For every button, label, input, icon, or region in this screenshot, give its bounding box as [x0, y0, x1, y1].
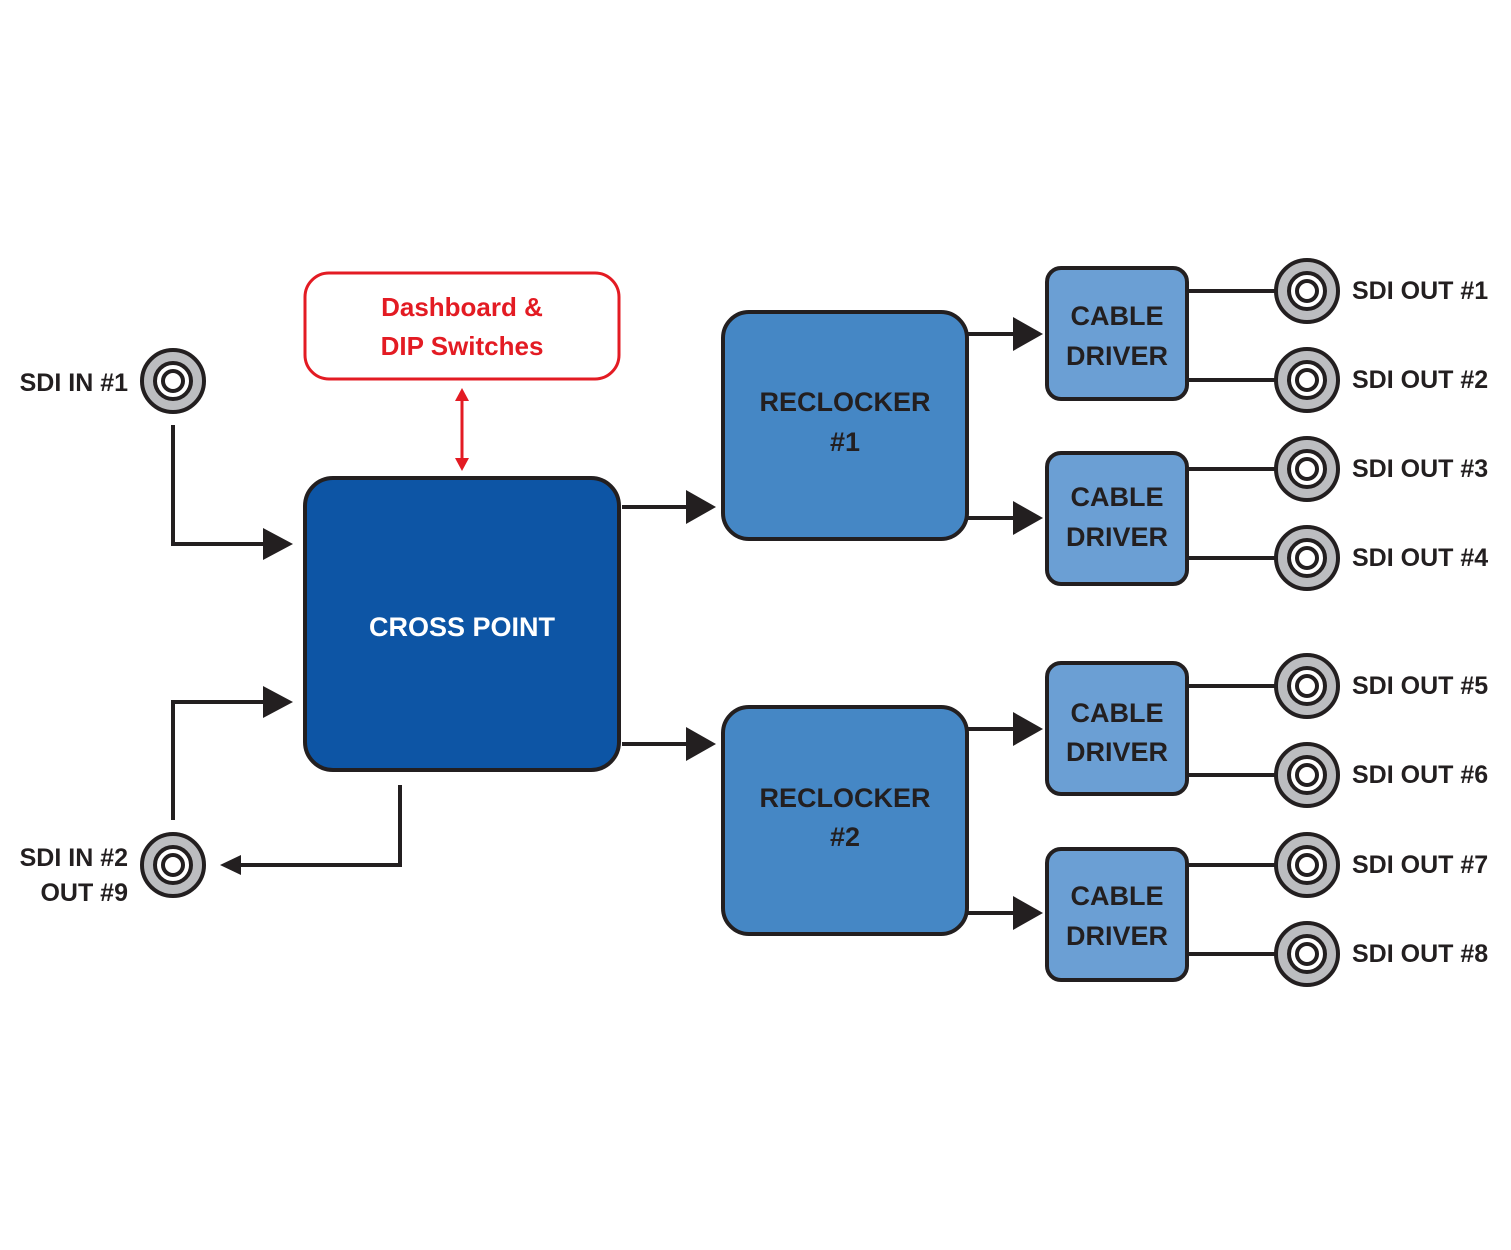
bnc-connector-out3-icon — [1274, 436, 1340, 502]
control-box — [303, 271, 621, 381]
output-label-6: SDI OUT #6 — [1352, 761, 1488, 789]
output-label-3: SDI OUT #3 — [1352, 455, 1488, 483]
output-label-5: SDI OUT #5 — [1352, 672, 1488, 700]
reclocker-2-label-line1: RECLOCKER — [759, 783, 930, 813]
input-label-sdi-in-2: SDI IN #2 — [20, 844, 128, 872]
bnc-connector-out6-icon — [1274, 742, 1340, 808]
arrowhead-driver-3 — [1013, 712, 1043, 746]
reclocker-1-label-line1: RECLOCKER — [759, 387, 930, 417]
cable-driver-2-block — [1045, 451, 1189, 586]
output-label-2: SDI OUT #2 — [1352, 366, 1488, 394]
bnc-connector-out8-icon — [1274, 921, 1340, 987]
cable-driver-1-block — [1045, 266, 1189, 401]
bnc-connector-out1-icon — [1274, 258, 1340, 324]
bnc-connector-out7-icon — [1274, 832, 1340, 898]
control-label-line2: DIP Switches — [381, 331, 544, 361]
cable-driver-4-block — [1045, 847, 1189, 982]
cable-driver-2-label-line1: CABLE — [1071, 482, 1164, 512]
bnc-connector-in1-icon — [140, 348, 206, 414]
arrowhead-in2 — [263, 686, 293, 718]
output-label-8: SDI OUT #8 — [1352, 940, 1488, 968]
cable-driver-2-label-line2: DRIVER — [1066, 522, 1168, 552]
crosspoint-label: CROSS POINT — [369, 612, 556, 642]
wire-in1-to-crosspoint — [171, 425, 265, 546]
bnc-connector-out2-icon — [1274, 347, 1340, 413]
bnc-connector-in2-icon — [140, 832, 206, 898]
arrowhead-driver-4 — [1013, 896, 1043, 930]
arrowhead-driver-1 — [1013, 317, 1043, 351]
cable-driver-3-block — [1045, 661, 1189, 796]
bnc-connector-out4-icon — [1274, 525, 1340, 591]
cable-driver-4-label-line1: CABLE — [1071, 881, 1164, 911]
cable-driver-3-label-line2: DRIVER — [1066, 737, 1168, 767]
arrowhead-reclocker-1 — [686, 490, 716, 524]
cable-driver-4-label-line2: DRIVER — [1066, 921, 1168, 951]
reclocker-2-block — [721, 705, 969, 936]
reclocker-1-block — [721, 310, 969, 541]
arrowhead-in1 — [263, 528, 293, 560]
wire-crosspoint-to-out9 — [240, 785, 402, 867]
output-label-4: SDI OUT #4 — [1352, 544, 1488, 572]
output-label-1: SDI OUT #1 — [1352, 277, 1488, 305]
reclocker-1-label-line2: #1 — [830, 427, 860, 457]
wire-in2-to-crosspoint — [171, 700, 265, 820]
reclocker-2-label-line2: #2 — [830, 822, 860, 852]
arrowhead-out9 — [220, 855, 241, 875]
input-label-out-9: OUT #9 — [40, 879, 128, 907]
control-label-line1: Dashboard & — [381, 292, 543, 322]
control-bidirectional-arrow — [455, 388, 469, 471]
cable-driver-1-label-line2: DRIVER — [1066, 341, 1168, 371]
arrowhead-reclocker-2 — [686, 727, 716, 761]
cable-driver-3-label-line1: CABLE — [1071, 698, 1164, 728]
crosspoint-block — [303, 476, 621, 772]
output-label-7: SDI OUT #7 — [1352, 851, 1488, 879]
input-label-sdi-in-1: SDI IN #1 — [20, 369, 128, 397]
cable-driver-1-label-line1: CABLE — [1071, 301, 1164, 331]
arrowhead-driver-2 — [1013, 501, 1043, 535]
bnc-connector-out5-icon — [1274, 653, 1340, 719]
